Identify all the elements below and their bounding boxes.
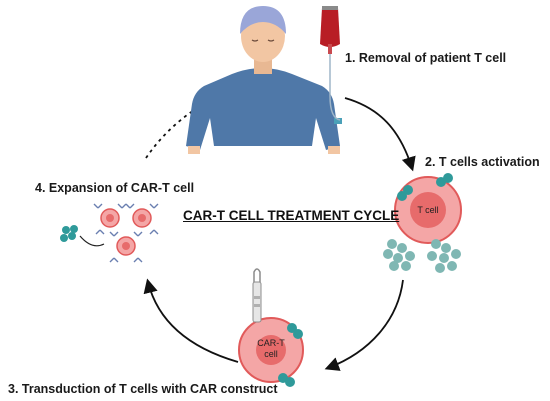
arrow-step3-to-4 — [143, 278, 239, 363]
step-4-label: 4. Expansion of CAR-T cell — [35, 181, 195, 195]
car-t-cell-label-line2: cell — [264, 349, 278, 359]
expanded-car-t-cells — [60, 203, 159, 263]
arrow-step1-to-2 — [344, 97, 416, 172]
car-t-cell-label-line1: CAR-T — [257, 338, 285, 348]
car-t-cell-illustration — [238, 317, 304, 387]
car-construct-vector — [252, 268, 262, 323]
step-2-label: 2. T cells activation — [425, 155, 540, 169]
step-1-label: 1. Removal of patient T cell — [345, 51, 507, 65]
activation-beads — [383, 239, 461, 273]
t-cell-label: T cell — [417, 205, 438, 215]
step-3-label: 3. Transduction of T cells with CAR cons… — [8, 382, 278, 396]
t-cell-illustration — [394, 173, 462, 244]
blood-bag-illustration — [320, 6, 341, 121]
diagram-title: CAR-T CELL TREATMENT CYCLE — [183, 208, 400, 223]
patient-illustration — [186, 6, 342, 154]
arrow-step2-to-3 — [324, 279, 404, 371]
